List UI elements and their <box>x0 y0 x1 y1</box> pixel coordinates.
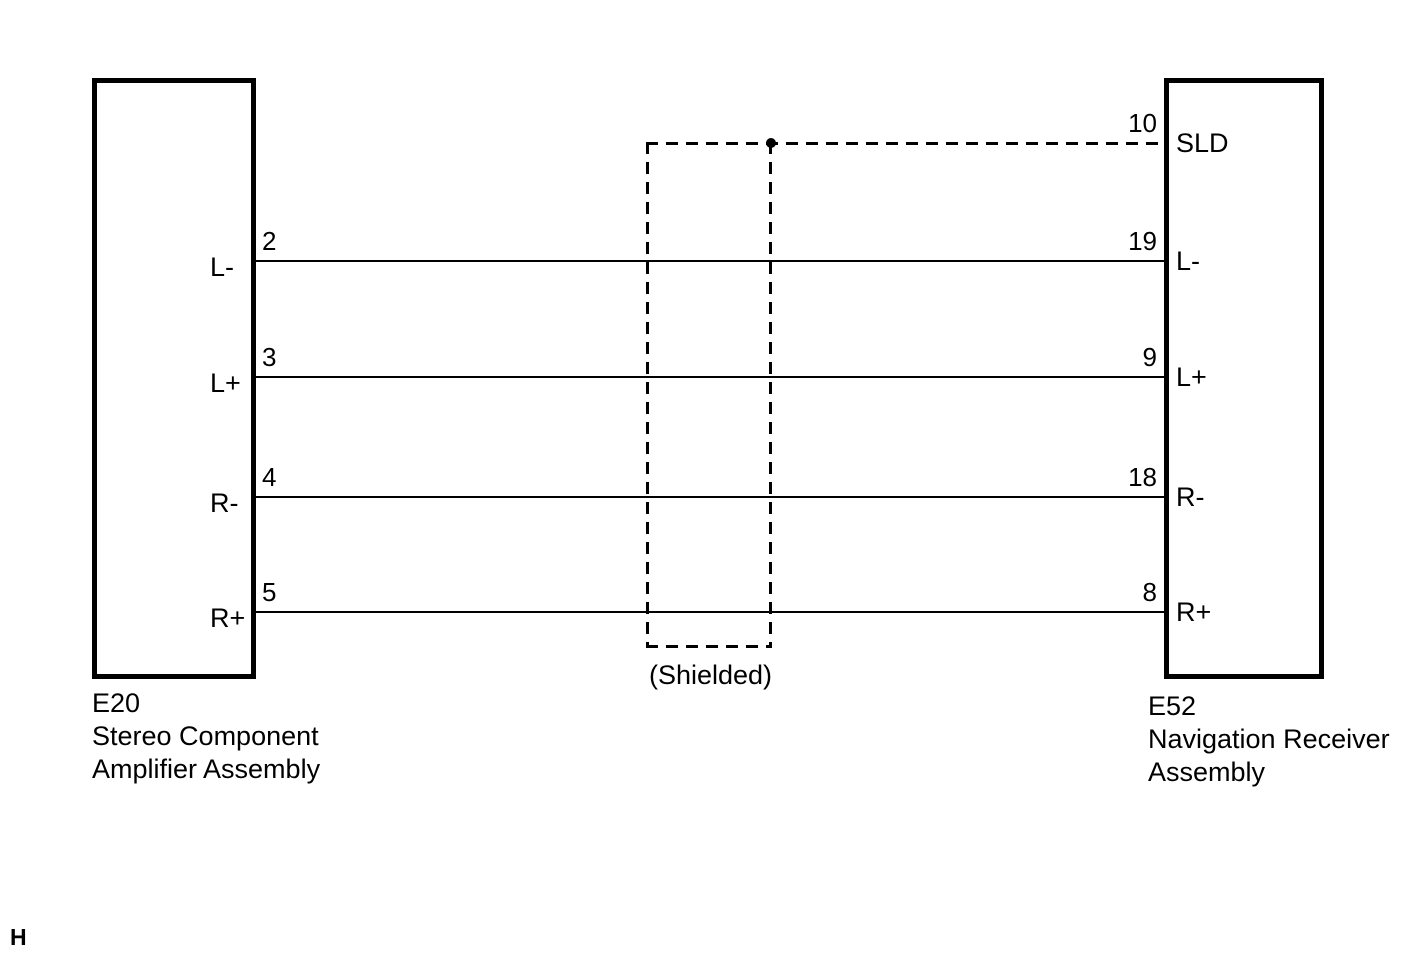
wire-l-minus <box>253 260 1167 262</box>
right-connector-caption: E52 Navigation Receiver Assembly <box>1148 690 1390 789</box>
right-connector-name-line2: Assembly <box>1148 757 1266 787</box>
pin-number-left-4: 4 <box>262 462 277 492</box>
pin-number-left-2: 2 <box>262 226 277 256</box>
pin-label-right-sld: SLD <box>1176 128 1229 158</box>
shield-caption: (Shielded) <box>648 660 773 690</box>
left-connector-name-line1: Stereo Component <box>92 721 319 751</box>
right-connector-code: E52 <box>1148 691 1197 721</box>
wire-r-plus <box>253 611 1167 613</box>
wire-r-minus <box>253 496 1167 498</box>
pin-label-left-l-plus: L+ <box>210 368 241 398</box>
pin-label-left-r-minus: R- <box>210 488 239 518</box>
pin-number-right-18: 18 <box>1128 462 1157 492</box>
pin-label-right-l-minus: L- <box>1176 246 1201 276</box>
pin-number-right-9: 9 <box>1142 342 1157 372</box>
pin-number-left-5: 5 <box>262 577 277 607</box>
shield-box-right-edge <box>769 142 772 648</box>
shield-box-bottom-edge <box>646 645 772 648</box>
right-connector-name-line1: Navigation Receiver <box>1148 724 1390 754</box>
left-connector-caption: E20 Stereo Component Amplifier Assembly <box>92 687 320 786</box>
left-connector-code: E20 <box>92 688 141 718</box>
page-marker: H <box>10 924 27 950</box>
right-connector-box <box>1164 78 1324 679</box>
shield-box-left-edge <box>646 142 649 648</box>
pin-label-left-r-plus: R+ <box>210 603 246 633</box>
shield-drain-line <box>646 142 1167 145</box>
pin-number-right-10: 10 <box>1128 108 1157 138</box>
pin-label-right-l-plus: L+ <box>1176 362 1207 392</box>
left-connector-name-line2: Amplifier Assembly <box>92 754 321 784</box>
wire-l-plus <box>253 376 1167 378</box>
pin-label-right-r-plus: R+ <box>1176 597 1212 627</box>
left-connector-box <box>92 78 256 679</box>
shield-junction-dot <box>766 138 776 148</box>
pin-number-right-8: 8 <box>1142 577 1157 607</box>
pin-number-right-19: 19 <box>1128 226 1157 256</box>
pin-label-left-l-minus: L- <box>210 252 235 282</box>
pin-label-right-r-minus: R- <box>1176 482 1205 512</box>
pin-number-left-3: 3 <box>262 342 277 372</box>
